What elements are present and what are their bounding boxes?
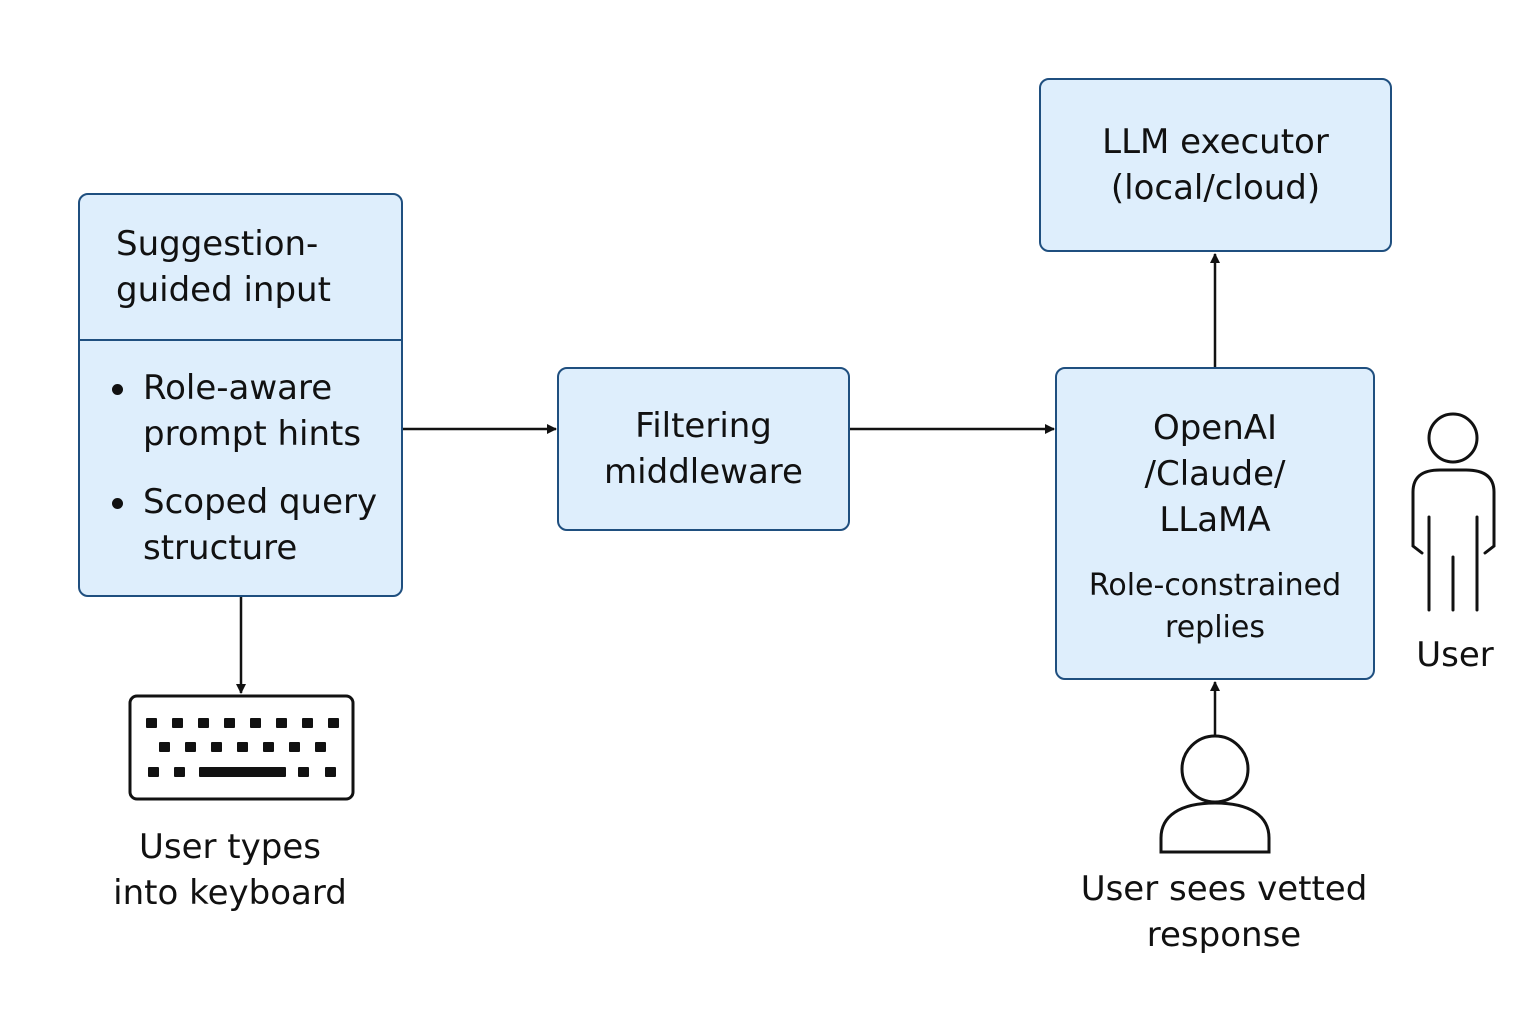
viewer-caption-line-1: User sees vetted <box>1080 869 1368 909</box>
suggestion-input-title-line-1: Suggestion- <box>116 224 319 264</box>
filtering-middleware-box: Filtering middleware <box>557 367 850 531</box>
viewer-caption-line-2: response <box>1146 915 1302 955</box>
bullet-2-line-2: structure <box>143 528 298 568</box>
bullet-2-line-1: Scoped query <box>143 482 378 522</box>
llm-provider-name: OpenAI /Claude/ LLaMA <box>1145 405 1286 543</box>
llm-provider-note: Role-constrained replies <box>1089 565 1341 649</box>
bullet-dot-icon <box>112 498 123 509</box>
bullet-item: Role-aware prompt hints <box>110 365 401 457</box>
keyboard-caption-line-1: User types <box>139 827 321 867</box>
suggestion-input-bullets: Role-aware prompt hints Scoped query str… <box>80 341 401 595</box>
llm-executor-box: LLM executor (local/cloud) <box>1039 78 1392 252</box>
llm-note-line-1: Role-constrained <box>1088 568 1342 603</box>
keyboard-caption-line-2: into keyboard <box>113 873 347 913</box>
suggestion-input-box: Suggestion- guided input Role-aware prom… <box>78 193 403 597</box>
suggestion-input-title-line-2: guided input <box>116 270 331 310</box>
llm-provider-line-2: /Claude/ <box>1144 454 1286 494</box>
filtering-middleware-line-1: Filtering <box>635 406 772 446</box>
llm-note-line-2: replies <box>1165 610 1265 645</box>
viewer-caption: User sees vetted response <box>1060 866 1388 958</box>
filtering-middleware-line-2: middleware <box>604 452 803 492</box>
bullet-1-line-2: prompt hints <box>143 414 362 454</box>
llm-executor-line-1: LLM executor <box>1102 122 1329 162</box>
bullet-1-line-1: Role-aware <box>143 368 333 408</box>
user-bust-icon <box>1159 734 1271 854</box>
bullet-item: Scoped query structure <box>110 479 401 571</box>
bullet-dot-icon <box>112 384 123 395</box>
standing-person-icon <box>1411 412 1496 612</box>
llm-provider-line-3: LLaMA <box>1159 500 1271 540</box>
llm-provider-box: OpenAI /Claude/ LLaMA Role-constrained r… <box>1055 367 1375 680</box>
llm-executor-line-2: (local/cloud) <box>1110 168 1321 208</box>
keyboard-caption: User types into keyboard <box>70 824 390 916</box>
suggestion-input-title: Suggestion- guided input <box>80 195 401 341</box>
user-caption: User <box>1416 635 1494 675</box>
keyboard-icon <box>128 694 355 801</box>
llm-provider-line-1: OpenAI <box>1152 408 1278 448</box>
